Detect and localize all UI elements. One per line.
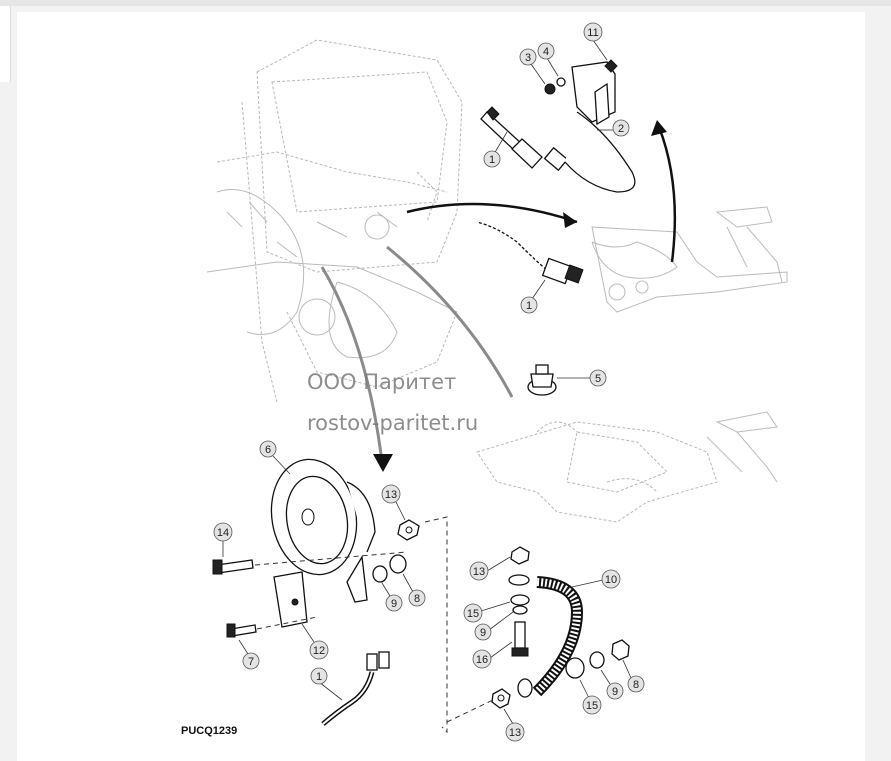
callout-1-mid: 1 (520, 279, 546, 314)
diagram-panel: 2 3 4 11 1 1 5 6 13 (17, 12, 865, 761)
callout-9-b: 9 (474, 611, 514, 641)
svg-text:1: 1 (489, 154, 495, 166)
top-bar (0, 0, 891, 6)
callout-13-b: 13 (469, 556, 511, 581)
svg-text:12: 12 (313, 645, 325, 657)
svg-text:16: 16 (476, 654, 488, 666)
svg-text:11: 11 (587, 27, 598, 39)
callout-4: 4 (537, 42, 559, 77)
svg-text:13: 13 (473, 566, 485, 578)
svg-text:9: 9 (391, 598, 397, 610)
svg-text:4: 4 (543, 46, 549, 58)
horn-fasteners (212, 516, 448, 734)
svg-text:15: 15 (586, 700, 598, 712)
callout-15-b: 15 (579, 679, 602, 715)
callout-13-a: 13 (381, 484, 406, 521)
svg-text:1: 1 (316, 671, 322, 683)
svg-text:9: 9 (480, 627, 486, 639)
callout-7: 7 (238, 639, 260, 670)
svg-text:10: 10 (605, 574, 617, 586)
pedal-assembly-upper (591, 206, 788, 313)
callout-5: 5 (557, 369, 607, 387)
horn-assembly (270, 458, 376, 628)
svg-text:8: 8 (633, 679, 639, 691)
left-scroll-strip (0, 6, 11, 82)
callout-13-c: 13 (503, 708, 525, 742)
svg-text:5: 5 (595, 373, 601, 385)
callout-8-b: 8 (622, 659, 645, 693)
horn-wire (321, 651, 390, 726)
callout-1-horn: 1 (310, 667, 343, 701)
callout-11: 11 (583, 22, 608, 61)
callout-3: 3 (519, 48, 546, 85)
callout-10: 10 (571, 569, 621, 589)
callout-12: 12 (301, 623, 329, 660)
wiring-connector (476, 220, 584, 285)
figure-code: PUCQ1239 (181, 725, 238, 737)
watermark-company: ООО Паритет (307, 370, 457, 394)
tractor-cab-ghost (206, 39, 463, 403)
svg-text:2: 2 (618, 123, 624, 135)
callout-9-a: 9 (381, 582, 403, 612)
parts-diagram: 2 3 4 11 1 1 5 6 13 (206, 22, 788, 742)
callout-16: 16 (472, 641, 513, 669)
pressure-switch (527, 364, 557, 396)
ground-strap-assembly (446, 546, 630, 723)
svg-text:13: 13 (385, 489, 397, 501)
callout-8-a: 8 (402, 573, 426, 607)
callout-1-top: 1 (483, 131, 508, 168)
svg-text:13: 13 (509, 727, 521, 739)
callout-2: 2 (597, 119, 630, 137)
svg-text:15: 15 (467, 608, 479, 620)
svg-text:14: 14 (217, 527, 229, 539)
watermark-url: rostov-paritet.ru (307, 411, 479, 435)
svg-text:6: 6 (265, 444, 271, 456)
callout-9-c: 9 (600, 669, 624, 700)
svg-text:7: 7 (248, 656, 254, 668)
callout-6: 6 (259, 440, 291, 475)
svg-text:3: 3 (525, 52, 531, 64)
switch-assembly (480, 59, 636, 193)
callout-14: 14 (213, 522, 233, 557)
svg-text:1: 1 (526, 300, 532, 312)
pedal-assembly-lower (476, 411, 778, 523)
flow-arrows (320, 120, 677, 472)
svg-text:9: 9 (612, 686, 618, 698)
callout-15-a: 15 (463, 601, 511, 623)
svg-text:8: 8 (414, 593, 420, 605)
